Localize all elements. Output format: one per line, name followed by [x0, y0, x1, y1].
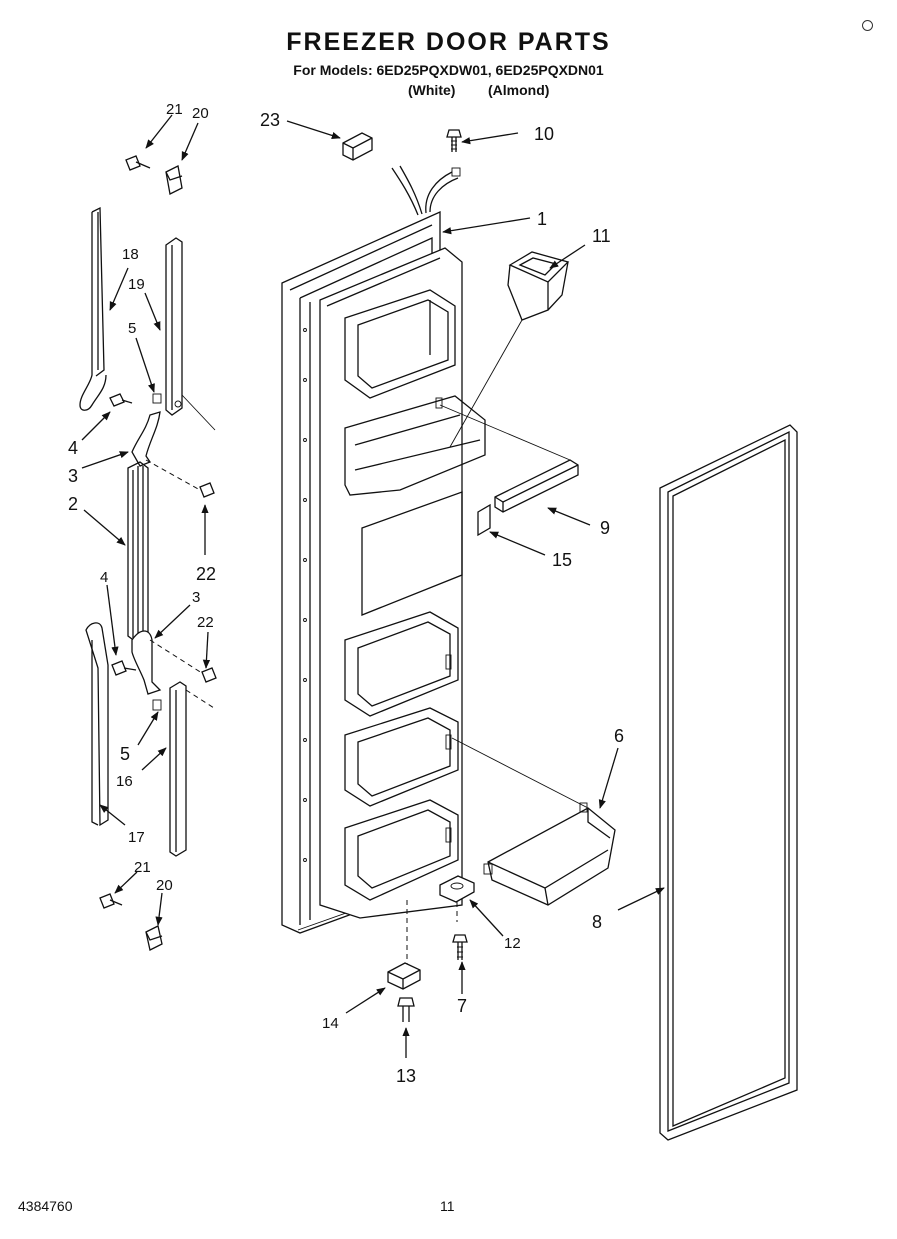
- page-title: FREEZER DOOR PARTS: [286, 28, 611, 56]
- callout-1: 1: [537, 209, 547, 229]
- callout-3-upper: 3: [68, 466, 78, 486]
- callout-19: 19: [128, 276, 145, 293]
- callout-22-upper: 22: [196, 564, 216, 584]
- models-line: For Models: 6ED25PQXDW01, 6ED25PQXDN01: [293, 62, 604, 78]
- dispenser-chute-part-11: [449, 251, 570, 448]
- callout-12: 12: [504, 935, 521, 952]
- callout-21-lower: 21: [134, 859, 151, 876]
- door-bin-part-6: [451, 737, 616, 906]
- callout-20-upper: 20: [192, 105, 209, 122]
- variant-white-label: (White): [408, 82, 456, 98]
- callout-20-lower: 20: [156, 877, 173, 894]
- page-number: 11: [440, 1198, 455, 1214]
- variant-almond-label: (Almond): [488, 82, 550, 98]
- screw-part-7: [452, 934, 468, 960]
- freezer-door-part: [281, 210, 486, 934]
- door-gasket-part-8: [659, 424, 798, 1141]
- wire-harness: [391, 165, 461, 216]
- callout-14: 14: [322, 1015, 339, 1032]
- callout-13: 13: [396, 1066, 416, 1086]
- callout-5-lower: 5: [120, 744, 130, 764]
- hinge-bushing-part-12: [439, 875, 475, 922]
- callout-11: 11: [592, 226, 611, 246]
- callout-9: 9: [600, 518, 610, 538]
- document-number: 4384760: [18, 1198, 73, 1214]
- callout-10: 10: [534, 124, 554, 144]
- leader-arrows: [81, 114, 665, 1058]
- screw-part-13: [397, 997, 415, 1022]
- callout-6: 6: [614, 726, 624, 746]
- callout-5-upper: 5: [128, 320, 136, 337]
- screw-part-10: [446, 129, 462, 152]
- connector-part-23: [342, 132, 373, 161]
- callout-2: 2: [68, 494, 78, 514]
- callout-22-lower: 22: [197, 614, 214, 631]
- callout-3-lower: 3: [192, 589, 200, 606]
- callout-21-upper: 21: [166, 101, 183, 118]
- callout-23: 23: [260, 110, 280, 130]
- trim-strip-part-9: [439, 404, 579, 513]
- callout-15: 15: [552, 550, 572, 570]
- callout-7: 7: [457, 996, 467, 1016]
- handle-assembly: [79, 155, 217, 951]
- callout-8: 8: [592, 912, 602, 932]
- callout-16: 16: [116, 773, 133, 790]
- callout-4-upper: 4: [68, 438, 78, 458]
- hinge-block-part-14: [387, 900, 421, 990]
- callout-4-lower: 4: [100, 569, 108, 586]
- callout-17: 17: [128, 829, 145, 846]
- punch-hole-mark: [862, 20, 873, 31]
- clip-part-15: [477, 503, 491, 537]
- callout-18: 18: [122, 246, 139, 263]
